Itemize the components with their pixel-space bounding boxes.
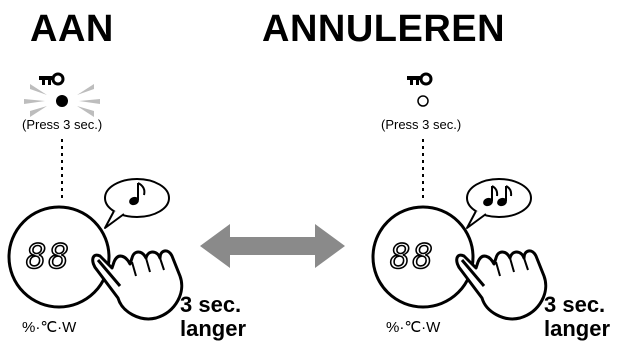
double-note-icon <box>483 185 513 207</box>
duration-label-line1: 3 sec. <box>544 292 606 317</box>
key-icon <box>407 72 433 86</box>
hand-press-icon <box>91 249 184 321</box>
duration-label-line2: langer <box>544 316 611 341</box>
key-icon <box>39 72 65 86</box>
double-arrow-icon <box>200 224 345 268</box>
duration-label-line2: langer <box>180 316 247 341</box>
right-title: ANNULEREN <box>262 8 506 50</box>
lamp-off-icon <box>417 95 429 107</box>
display-digits: 88 <box>390 237 435 277</box>
press-label: (Press 3 sec.) <box>381 117 462 132</box>
units-label: %·℃·W <box>386 319 441 336</box>
press-label: (Press 3 sec.) <box>22 117 103 132</box>
display-circle <box>371 205 475 309</box>
units-label: %·℃·W <box>22 319 77 336</box>
hand-press-icon <box>455 249 548 321</box>
left-title: AAN <box>30 8 114 50</box>
single-note-icon <box>129 182 146 206</box>
speech-bubble <box>466 178 532 229</box>
lamp-lit-icon <box>24 84 100 117</box>
display-circle <box>7 205 111 309</box>
display-digits: 88 <box>26 237 71 277</box>
duration-label-line1: 3 sec. <box>180 292 242 317</box>
